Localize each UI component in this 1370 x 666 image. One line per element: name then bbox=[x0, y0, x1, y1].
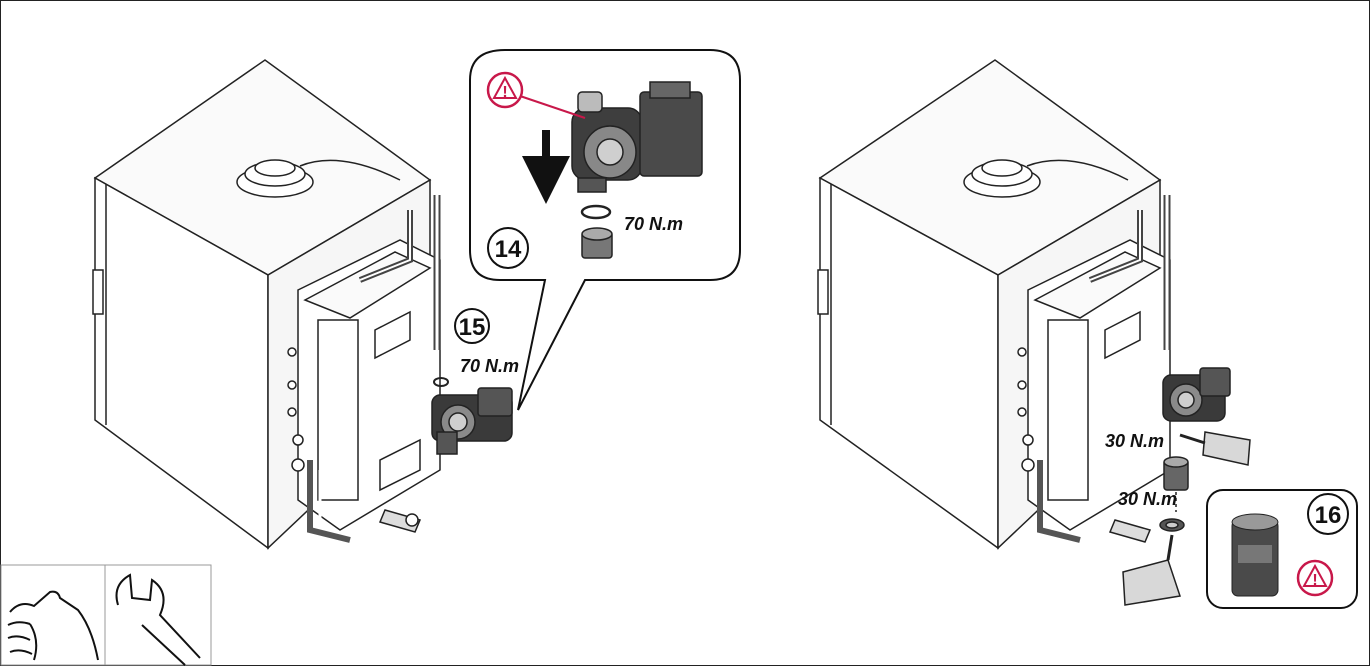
step-16-number: 16 bbox=[1315, 502, 1342, 529]
step-14-number: 14 bbox=[495, 236, 522, 263]
wrench-icon bbox=[115, 573, 201, 666]
pump-right bbox=[1162, 367, 1231, 422]
torque-detail: 70 N.m bbox=[624, 214, 683, 234]
torque-right-upper: 30 N.m bbox=[1105, 431, 1164, 451]
boiler-right bbox=[817, 59, 1171, 550]
warning-icon: ! bbox=[1296, 559, 1334, 597]
svg-text:!: ! bbox=[1312, 572, 1317, 589]
hand-icon bbox=[7, 590, 99, 661]
tool-icons bbox=[0, 564, 212, 666]
svg-text:!: ! bbox=[502, 84, 507, 101]
pump-detail bbox=[571, 81, 703, 259]
step-16-badge: 16 bbox=[1307, 493, 1349, 535]
warning-icon: ! bbox=[486, 71, 586, 119]
sealant-tube-icon bbox=[1122, 431, 1251, 606]
torque-left-pump: 70 N.m bbox=[460, 356, 519, 376]
torque-right-lower: 30 N.m bbox=[1118, 489, 1177, 509]
fitting-parts bbox=[1159, 456, 1189, 532]
pump-left bbox=[431, 377, 513, 455]
step-15-number: 15 bbox=[459, 314, 486, 341]
boiler-left bbox=[92, 59, 441, 550]
step-14-badge: 14 bbox=[487, 227, 529, 269]
step-15-badge: 15 bbox=[454, 308, 490, 344]
